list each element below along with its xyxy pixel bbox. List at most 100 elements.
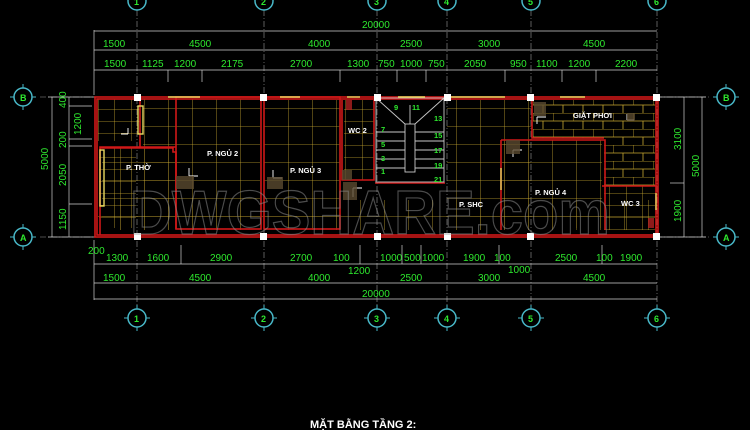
- svg-text:1: 1: [134, 314, 139, 324]
- columns: [134, 94, 660, 240]
- dim-left-detail: 400: [58, 91, 69, 108]
- room-label-wc-3: WC 3: [621, 199, 640, 208]
- dim-bottom-axis: 2500: [400, 273, 423, 284]
- axis-bubble-5-top: 5: [521, 0, 541, 11]
- axis-bubbles-top: 1 2 3 4 5 6: [127, 0, 667, 11]
- dim-left-detail: 1150: [58, 208, 69, 230]
- top-overall-dimension: 20000: [362, 20, 390, 31]
- svg-text:1: 1: [134, 0, 139, 7]
- dim-top-detail: 950: [510, 59, 527, 70]
- room-label-p-ngu-3: P. NGỦ 3: [290, 166, 321, 175]
- dim-top-detail: 2175: [221, 59, 244, 70]
- floor-tiles: [98, 99, 658, 230]
- axis-bubbles-bottom: 1 2 3 4 5 6: [124, 305, 670, 331]
- axis-bubble-a-left: A: [10, 224, 36, 250]
- stair-step-label: 3: [381, 154, 385, 163]
- room-label-giat-phoi: GIẶT PHƠI: [573, 111, 612, 120]
- left-dimension-lines: [48, 96, 96, 238]
- dim-top-axis: 4000: [308, 39, 331, 50]
- dim-bottom-axis: 4000: [308, 273, 331, 284]
- stair-step-label: 21: [434, 175, 442, 184]
- watermark: DWGSHARE.com: [130, 179, 610, 248]
- dim-bottom-overall: 20000: [362, 289, 390, 300]
- axis-bubble-2-bottom: 2: [251, 305, 277, 331]
- stair-step-label: 7: [381, 125, 385, 134]
- axis-bubble-1-bottom: 1: [124, 305, 150, 331]
- dim-top-detail: 2050: [464, 59, 487, 70]
- dim-top-detail: 2700: [290, 59, 313, 70]
- dim-top-axis: 2500: [400, 39, 423, 50]
- dim-right-detail: 1900: [673, 199, 684, 222]
- svg-text:A: A: [20, 233, 27, 243]
- dim-left-detail: 200: [58, 131, 69, 148]
- bottom-axis-dimensions: 1500 4500 4000 2500 3000 4500: [103, 273, 606, 284]
- staircase[interactable]: [375, 97, 445, 183]
- room-labels: P. THỜ P. NGỦ 2 P. NGỦ 3 WC 2 P. SHC GIẶ…: [126, 111, 640, 209]
- dim-top-detail: 2200: [615, 59, 638, 70]
- windows: [99, 96, 657, 210]
- room-label-p-shc: P. SHC: [459, 200, 484, 209]
- dim-bottom-detail: 500: [404, 253, 421, 264]
- stair-step-numbers: 1 3 5 7 9 11 13 15 17 19 21: [381, 103, 442, 184]
- room-label-wc-2: WC 2: [348, 126, 367, 135]
- svg-text:2: 2: [261, 314, 266, 324]
- axis-bubble-1-top: 1: [127, 0, 147, 11]
- axis-bubble-2-top: 2: [254, 0, 274, 11]
- dim-top-detail: 1200: [174, 59, 197, 70]
- dim-left-overall: 5000: [40, 147, 51, 170]
- axis-bubble-6-bottom: 6: [644, 305, 670, 331]
- fixture-hatches: [176, 100, 654, 228]
- svg-text:4: 4: [444, 0, 449, 7]
- svg-text:B: B: [723, 93, 730, 103]
- dim-right-detail: 3100: [673, 127, 684, 150]
- top-detail-dimensions: 1500 1125 1200 2175 2700 1300 750 1000 7…: [104, 59, 638, 70]
- svg-text:3: 3: [374, 0, 379, 7]
- dim-bottom-detail: 1000: [380, 253, 403, 264]
- dim-top-axis: 4500: [189, 39, 212, 50]
- right-dimension-lines: [658, 96, 706, 238]
- dim-bottom-detail: 100: [494, 253, 511, 264]
- bottom-dimension-lines: [93, 240, 657, 300]
- dim-bottom-detail: 1900: [620, 253, 643, 264]
- room-label-p-ngu-2: P. NGỦ 2: [207, 149, 238, 158]
- axis-bubble-5-bottom: 5: [518, 305, 544, 331]
- dim-bottom-sub: 1000: [508, 265, 531, 276]
- axis-bubble-b-left: B: [10, 84, 36, 110]
- stair-step-label: 9: [394, 103, 398, 112]
- axis-bubble-4-bottom: 4: [434, 305, 460, 331]
- dim-bottom-detail: 1600: [147, 253, 170, 264]
- dim-bottom-axis: 4500: [189, 273, 212, 284]
- svg-text:6: 6: [654, 314, 659, 324]
- stair-step-label: 13: [434, 114, 442, 123]
- dim-bottom-detail: 2500: [555, 253, 578, 264]
- axis-bubble-b-right: B: [713, 84, 739, 110]
- dim-bottom-detail: 100: [596, 253, 613, 264]
- dim-bottom-detail: 2700: [290, 253, 313, 264]
- dim-bottom-detail: 100: [333, 253, 350, 264]
- dim-top-detail: 1000: [400, 59, 423, 70]
- dim-bottom-detail: 1300: [106, 253, 129, 264]
- room-label-p-ngu-4: P. NGỦ 4: [535, 188, 567, 197]
- dim-top-detail: 1125: [142, 59, 164, 70]
- stair-step-label: 19: [434, 161, 442, 170]
- dim-top-detail: 1100: [536, 59, 558, 70]
- dim-left-detail: 2050: [58, 163, 69, 186]
- dim-top-detail: 750: [378, 59, 395, 70]
- svg-text:4: 4: [444, 314, 449, 324]
- dim-top-axis: 3000: [478, 39, 501, 50]
- axis-bubble-4-top: 4: [437, 0, 457, 11]
- dim-bottom-detail: 200: [88, 246, 105, 257]
- svg-text:5: 5: [528, 0, 533, 7]
- axis-bubble-3-top: 3: [367, 0, 387, 11]
- dim-bottom-axis: 3000: [478, 273, 501, 284]
- drawing-title: MẶT BẰNG TẦNG 2:: [310, 418, 416, 430]
- dim-top-detail: 1500: [104, 59, 127, 70]
- dim-right-overall: 5000: [691, 154, 702, 177]
- svg-text:A: A: [723, 233, 730, 243]
- dim-bottom-detail: 1900: [463, 253, 486, 264]
- svg-text:3: 3: [374, 314, 379, 324]
- stair-step-label: 17: [434, 146, 442, 155]
- dim-bottom-sub: 1200: [348, 266, 371, 277]
- svg-text:2: 2: [261, 0, 266, 7]
